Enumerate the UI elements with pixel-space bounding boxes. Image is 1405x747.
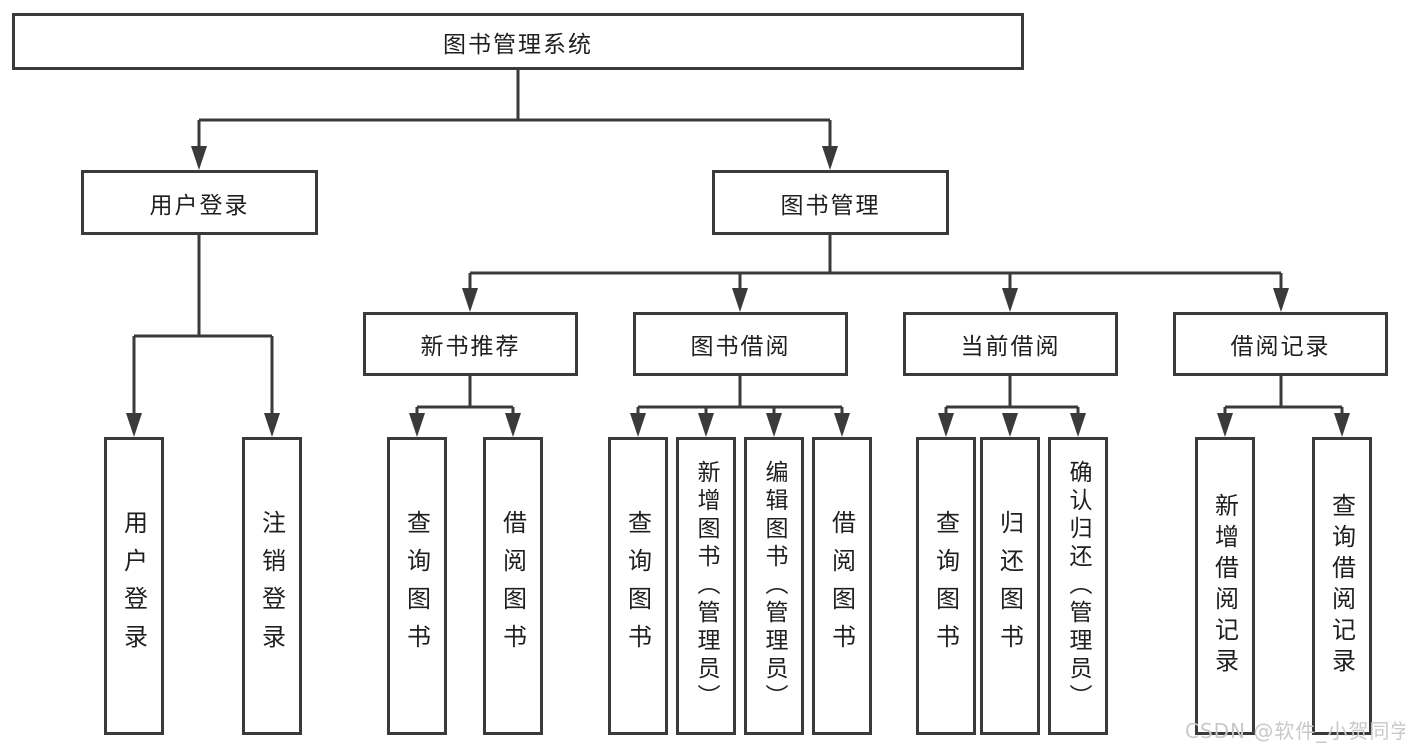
leaf-query-books-borrow: 查询图书 bbox=[608, 437, 668, 735]
node-label: 注销登录 bbox=[257, 510, 286, 662]
arrowhead-icon bbox=[126, 413, 142, 437]
arrowhead-icon bbox=[732, 288, 748, 312]
node-label: 查询图书 bbox=[402, 510, 431, 662]
csdn-watermark: CSDN @软件_小贺同学 bbox=[1185, 719, 1405, 743]
node-label: 新增图书（管理员） bbox=[693, 460, 719, 712]
node-label: 确认归还（管理员） bbox=[1065, 460, 1091, 712]
leaf-return-books: 归还图书 bbox=[980, 437, 1040, 735]
node-label: 查询图书 bbox=[623, 510, 652, 662]
arrowhead-icon bbox=[1217, 413, 1233, 437]
node-new-book-recommend: 新书推荐 bbox=[363, 312, 578, 376]
node-book-borrow: 图书借阅 bbox=[633, 312, 848, 376]
node-borrow-records: 借阅记录 bbox=[1173, 312, 1388, 376]
leaf-query-borrow-record: 查询借阅记录 bbox=[1312, 437, 1372, 735]
leaf-query-books-recommend: 查询图书 bbox=[387, 437, 447, 735]
arrowhead-icon bbox=[1334, 413, 1350, 437]
node-label: 当前借阅 bbox=[960, 334, 1061, 360]
node-book-management: 图书管理 bbox=[712, 170, 949, 235]
arrowhead-icon bbox=[191, 146, 207, 170]
connector-shafts bbox=[132, 70, 1344, 433]
node-label: 编辑图书（管理员） bbox=[761, 460, 787, 712]
node-label: 查询图书 bbox=[931, 510, 960, 662]
node-current-borrow: 当前借阅 bbox=[903, 312, 1118, 376]
node-label: 借阅图书 bbox=[827, 510, 856, 662]
arrowhead-icon bbox=[630, 413, 646, 437]
node-label: 借阅记录 bbox=[1230, 334, 1331, 360]
arrowhead-icon bbox=[938, 413, 954, 437]
node-label: 归还图书 bbox=[995, 510, 1024, 662]
leaf-borrow-books: 借阅图书 bbox=[812, 437, 872, 735]
node-label: 查询借阅记录 bbox=[1327, 493, 1356, 679]
arrowhead-icon bbox=[462, 288, 478, 312]
arrowhead-icon bbox=[698, 413, 714, 437]
node-root-system: 图书管理系统 bbox=[12, 13, 1024, 70]
leaf-add-borrow-record: 新增借阅记录 bbox=[1195, 437, 1255, 735]
arrowhead-icon bbox=[834, 413, 850, 437]
arrowhead-icon bbox=[1002, 288, 1018, 312]
leaf-borrow-books-recommend: 借阅图书 bbox=[483, 437, 543, 735]
arrowhead-icon bbox=[505, 413, 521, 437]
arrowhead-icon bbox=[822, 146, 838, 170]
arrowhead-icon bbox=[1002, 413, 1018, 437]
leaf-edit-books-admin: 编辑图书（管理员） bbox=[744, 437, 804, 735]
node-label: 新增借阅记录 bbox=[1210, 493, 1239, 679]
node-label: 借阅图书 bbox=[498, 510, 527, 662]
node-label: 图书管理 bbox=[780, 192, 881, 219]
node-label: 用户登录 bbox=[119, 510, 148, 662]
leaf-query-books-current: 查询图书 bbox=[916, 437, 976, 735]
node-label: 图书管理系统 bbox=[443, 31, 593, 58]
leaf-user-login: 用户登录 bbox=[104, 437, 164, 735]
arrowhead-icon bbox=[1273, 288, 1289, 312]
node-label: 新书推荐 bbox=[420, 334, 521, 360]
arrowhead-icon bbox=[766, 413, 782, 437]
node-user-login: 用户登录 bbox=[81, 170, 318, 235]
node-label: 用户登录 bbox=[149, 192, 250, 219]
node-label: 图书借阅 bbox=[690, 334, 791, 360]
leaf-add-books-admin: 新增图书（管理员） bbox=[676, 437, 736, 735]
arrowhead-icon bbox=[1070, 413, 1086, 437]
leaf-logout: 注销登录 bbox=[242, 437, 302, 735]
arrowhead-icon bbox=[409, 413, 425, 437]
arrowhead-icon bbox=[264, 413, 280, 437]
leaf-confirm-return-admin: 确认归还（管理员） bbox=[1048, 437, 1108, 735]
